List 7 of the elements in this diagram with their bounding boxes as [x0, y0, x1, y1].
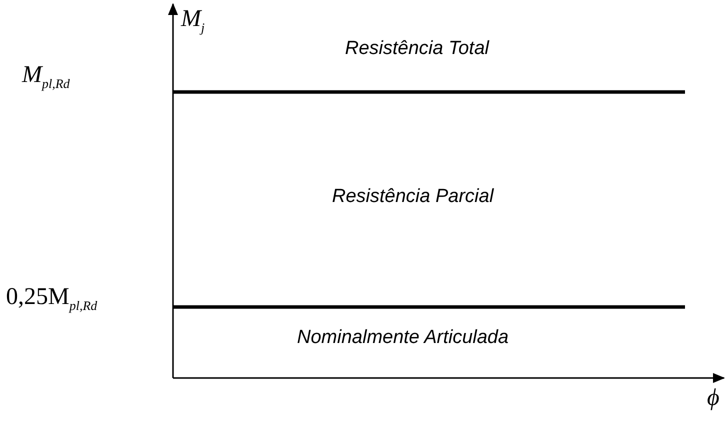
axis-label: ϕ [707, 385, 720, 412]
region-label: Nominalmente Articulada [297, 327, 509, 349]
axis-label: M$_{pl,Rd}$ [22, 62, 70, 92]
axis-label: 0,25M$_{pl,Rd}$ [6, 284, 98, 314]
axis-label: M$_{j}$ [181, 6, 205, 36]
region-label: Resistência Total [345, 38, 489, 60]
region-label: Resistência Parcial [332, 186, 494, 208]
